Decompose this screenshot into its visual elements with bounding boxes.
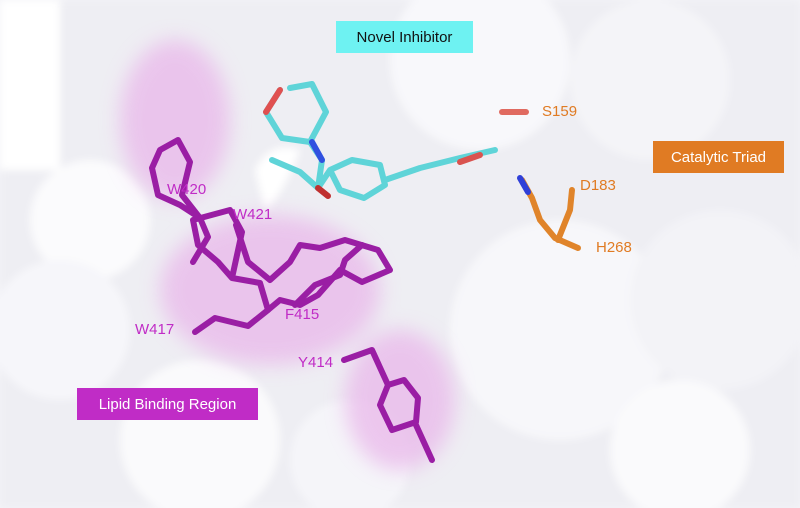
- residue-f415-stick: [292, 242, 365, 308]
- residue-label-d183: D183: [580, 177, 616, 194]
- residue-label-f415: F415: [285, 306, 320, 323]
- residue-label-w417: W417: [135, 321, 175, 338]
- residue-label-s159: S159: [542, 103, 578, 120]
- residue-label-h268: H268: [596, 239, 632, 256]
- catalytic-triad-label: Catalytic Triad: [653, 141, 784, 173]
- residue-label-w421: W421: [233, 206, 273, 223]
- residue-w417-stick: [190, 207, 271, 335]
- lipid-binding-region-label: Lipid Binding Region: [77, 388, 258, 420]
- lipid-region-tint: [120, 40, 455, 470]
- residue-label-y414: Y414: [298, 354, 334, 371]
- residue-w420-stick: [149, 137, 211, 265]
- residue-w421-stick: [233, 222, 393, 313]
- residue-y414-stick: [341, 347, 421, 433]
- lipid-residue-sticks: [149, 137, 435, 463]
- inhibitor-sticks: [263, 81, 498, 201]
- residue-label-w420: W420: [167, 181, 207, 198]
- novel-inhibitor-label: Novel Inhibitor: [336, 21, 473, 53]
- residue-d183-stick: [555, 187, 575, 243]
- catalytic-residue-sticks: [499, 109, 581, 251]
